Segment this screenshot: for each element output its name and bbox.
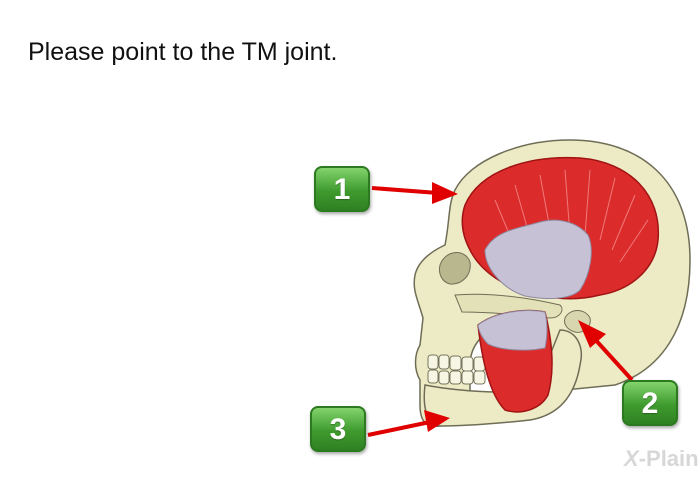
arrow-2	[578, 320, 634, 382]
masseter-tendon	[477, 310, 548, 351]
teeth	[427, 354, 486, 385]
xplain-logo: X-Plain	[624, 446, 699, 471]
answer-button-2[interactable]: 2	[622, 380, 678, 426]
temporalis-tendon	[484, 219, 592, 299]
question-prompt: Please point to the TM joint.	[28, 38, 338, 66]
answer-button-3[interactable]: 3	[310, 406, 366, 452]
eye-socket	[439, 252, 471, 285]
answer-button-1[interactable]: 1	[314, 166, 370, 212]
arrow-3	[367, 410, 450, 437]
arrow-1	[371, 182, 458, 204]
